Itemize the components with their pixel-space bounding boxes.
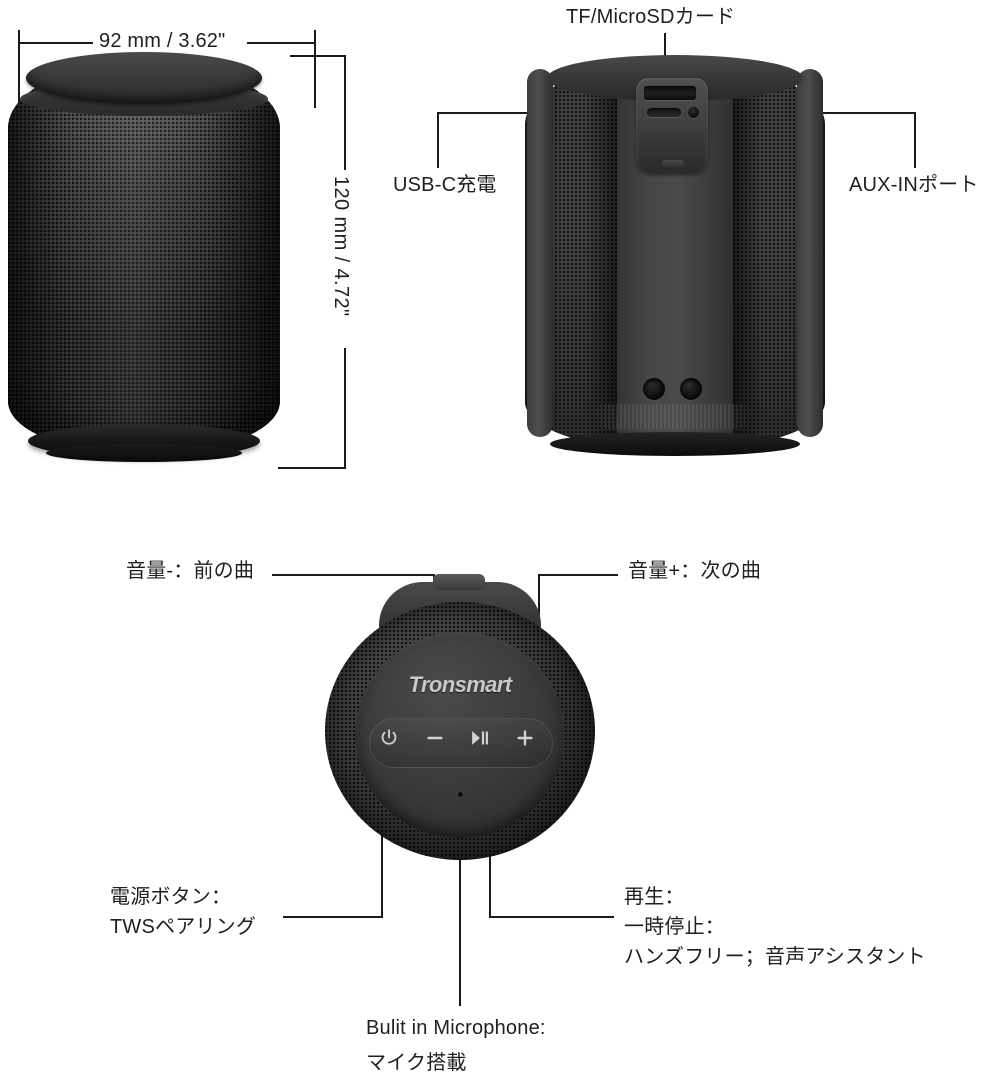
vent-hole-left xyxy=(643,378,665,400)
callout-play-label-line1: 再生： xyxy=(624,886,685,908)
top-view-illustration: Tronsmart xyxy=(325,574,595,860)
speaker-top-cap xyxy=(26,52,262,104)
speaker-rubber-foot xyxy=(46,444,242,462)
speaker-fabric-body xyxy=(8,62,280,452)
microphone-pinhole xyxy=(458,792,463,797)
back-speaker-base xyxy=(550,432,800,456)
width-dim-line-left xyxy=(18,42,93,44)
callout-volume-down-label: 音量-：前の曲 xyxy=(126,560,255,582)
power-icon xyxy=(378,727,400,749)
body-shading xyxy=(8,62,280,452)
minus-icon xyxy=(424,727,446,749)
callout-aux-in-label: AUX-INポート xyxy=(849,174,979,196)
width-dim-right-tick xyxy=(314,30,316,108)
port-cover-lower xyxy=(640,130,704,172)
callout-play-label-line2: 一時停止： xyxy=(624,916,725,938)
vent-hole-right xyxy=(680,378,702,400)
top-hinge-tab xyxy=(433,574,485,590)
height-dim-bottom-extension xyxy=(278,467,346,469)
height-dim-line-upper xyxy=(344,55,346,170)
aux-in-jack-icon xyxy=(688,107,699,118)
play-pause-button[interactable] xyxy=(459,718,499,758)
callout-play-label-line3: ハンズフリー；音声アシスタント xyxy=(624,946,926,968)
callout-aux-in-leader-v xyxy=(914,112,916,168)
play-pause-icon xyxy=(468,727,490,749)
tf-card-slot-icon xyxy=(644,86,696,100)
callout-play-leader-h xyxy=(489,916,614,918)
callout-power-label-line2: TWSペアリング xyxy=(110,916,257,938)
callout-power-leader-h xyxy=(283,916,383,918)
width-dimension-label: 92 mm / 3.62" xyxy=(99,30,226,52)
callout-power-label-line1: 電源ボタン： xyxy=(110,886,232,908)
power-button[interactable] xyxy=(369,718,409,758)
volume-up-button[interactable] xyxy=(505,718,545,758)
usb-c-port-icon xyxy=(647,108,681,117)
callout-microphone-label-line2: マイク搭載 xyxy=(366,1052,467,1074)
side-grip-rail-right xyxy=(797,69,823,437)
plus-icon xyxy=(514,727,536,749)
width-dim-line-right xyxy=(247,42,316,44)
front-speaker-illustration xyxy=(8,52,280,470)
regulatory-markings xyxy=(592,404,752,430)
callout-volume-down-leader-h xyxy=(272,574,435,576)
callout-tf-card-label: TF/MicroSDカード xyxy=(566,6,736,28)
callout-volume-up-leader-h xyxy=(538,574,618,576)
callout-usb-c-leader-v xyxy=(437,112,439,168)
callout-usb-c-label: USB-C充電 xyxy=(393,174,497,196)
top-control-face: Tronsmart xyxy=(355,632,565,838)
height-dim-top-extension xyxy=(290,55,346,57)
brand-logo: Tronsmart xyxy=(408,672,513,697)
callout-microphone-label-line1: Bulit in Microphone: xyxy=(366,1017,546,1039)
callout-microphone-leader-v xyxy=(459,808,461,1006)
callout-power-leader-v xyxy=(381,772,383,917)
port-module xyxy=(636,78,708,174)
side-grip-rail-left xyxy=(527,69,553,437)
callout-volume-up-label: 音量+：次の曲 xyxy=(628,560,762,582)
volume-down-button[interactable] xyxy=(415,718,455,758)
button-bar xyxy=(369,718,553,768)
height-dim-line-lower xyxy=(344,348,346,468)
height-dimension-label: 120 mm / 4.72" xyxy=(330,176,352,317)
port-cover-tab xyxy=(662,160,684,167)
